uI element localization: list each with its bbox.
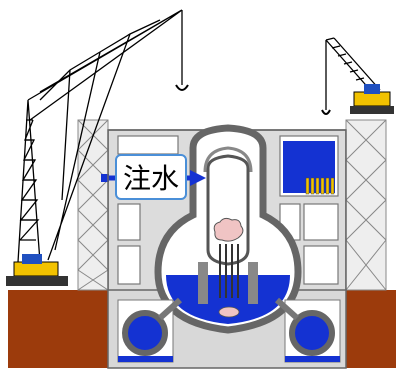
left-scaffold-tower: [77, 119, 109, 291]
bottom-debris: [218, 306, 240, 318]
suppression-chamber-left: [117, 297, 183, 363]
right-scaffold-tower: [345, 119, 387, 291]
left-crane-body: [6, 254, 68, 286]
damaged-core: [213, 217, 244, 242]
water-strip-left: [118, 356, 173, 362]
control-rod-drives: [219, 244, 239, 298]
right-crane: [321, 37, 381, 115]
reactor-pressure-vessel: [206, 154, 250, 266]
rpv-lid: [203, 146, 253, 173]
suppression-chamber-right: [274, 297, 341, 363]
fuel-racks: [305, 177, 335, 195]
soil-right: [344, 290, 396, 368]
soil-left: [8, 290, 110, 368]
containment-water: [166, 275, 290, 324]
pedestal-right: [248, 262, 258, 304]
water-injection-text: 注水: [122, 162, 179, 195]
pedestal-left: [198, 262, 208, 304]
water-strip-right: [285, 356, 340, 362]
left-crane: [17, 9, 189, 263]
building-frame: [107, 129, 347, 369]
water-injection-label: 注水: [115, 154, 187, 200]
right-crane-body: [350, 84, 394, 114]
